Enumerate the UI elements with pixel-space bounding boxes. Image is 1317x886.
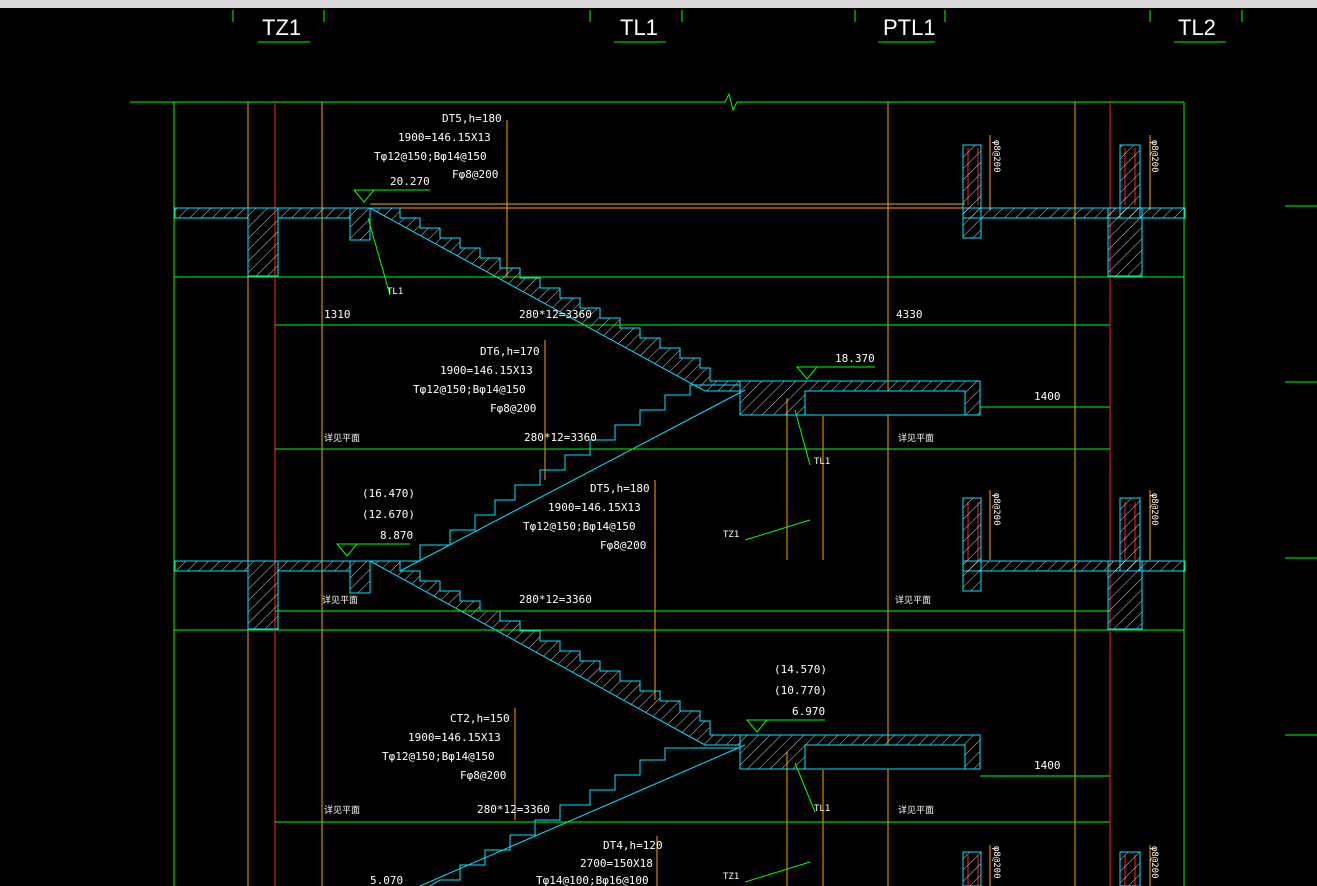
rebar-label-1: φ8@200: [991, 140, 1001, 173]
svg-text:DT6,h=170: DT6,h=170: [480, 345, 540, 358]
dim-1400-a: 1400: [1034, 390, 1061, 403]
svg-text:1900=146.15X13: 1900=146.15X13: [440, 364, 533, 377]
landing-cutouts: [804, 390, 966, 770]
svg-text:Fφ8@200: Fφ8@200: [452, 168, 498, 181]
tag-tl1-c: TL1: [814, 804, 830, 814]
svg-text:DT5,h=180: DT5,h=180: [442, 112, 502, 125]
grid-label-ptl1: PTL1: [883, 15, 936, 40]
see-plan-5: 详见平面: [324, 804, 360, 816]
level-18370: 18.370: [835, 352, 875, 365]
structure: [174, 144, 1186, 886]
rebar-label-4: φ8@200: [1149, 493, 1159, 526]
svg-text:1900=146.15X13: 1900=146.15X13: [408, 731, 501, 744]
ct2-note: CT2,h=150 1900=146.15X13 Tφ12@150;Bφ14@1…: [382, 712, 510, 782]
dim-steps-4: 280*12=3360: [477, 803, 550, 816]
rebar-label-2: φ8@200: [1149, 140, 1159, 173]
dim-steps-1: 280*12=3360: [519, 308, 592, 321]
level-6970: 6.970: [792, 705, 825, 718]
grid-label-tz1: TZ1: [262, 15, 301, 40]
tag-tz1-b: TZ1: [723, 872, 739, 882]
svg-text:1900=146.15X13: 1900=146.15X13: [398, 131, 491, 144]
svg-text:2700=150X18: 2700=150X18: [580, 857, 653, 870]
see-plan-6: 详见平面: [898, 804, 934, 816]
level-16470: (16.470): [362, 487, 415, 500]
dt6-note: DT6,h=170 1900=146.15X13 Tφ12@150;Bφ14@1…: [413, 345, 540, 415]
level-20270: 20.270: [390, 175, 430, 188]
dim-steps-3: 280*12=3360: [519, 593, 592, 606]
level-5070: 5.070: [370, 874, 403, 886]
dt4-note: DT4,h=120 2700=150X18 Tφ14@100;Bφ16@100: [536, 839, 663, 886]
dim-4330: 4330: [896, 308, 923, 321]
break-line: [130, 92, 1184, 112]
top-bar: [0, 0, 1317, 8]
rebar-label-5: φ8@200: [991, 846, 1001, 879]
dim-steps-2: 280*12=3360: [524, 431, 597, 444]
stair-flights: [369, 207, 741, 746]
svg-text:Fφ8@200: Fφ8@200: [490, 402, 536, 415]
svg-text:Fφ8@200: Fφ8@200: [460, 769, 506, 782]
rebar-label-6: φ8@200: [1149, 846, 1159, 879]
svg-text:Tφ12@150;Bφ14@150: Tφ12@150;Bφ14@150: [374, 150, 487, 163]
svg-text:Fφ8@200: Fφ8@200: [600, 539, 646, 552]
dt5-mid-note: DT5,h=180 1900=146.15X13 Tφ12@150;Bφ14@1…: [523, 482, 650, 552]
upper-flights: [399, 384, 746, 886]
level-markers: [335, 189, 819, 733]
svg-text:1900=146.15X13: 1900=146.15X13: [548, 501, 641, 514]
dim-1400-b: 1400: [1034, 759, 1061, 772]
dim-1310: 1310: [324, 308, 351, 321]
dt5-top-note: DT5,h=180 1900=146.15X13 Tφ12@150;Bφ14@1…: [374, 112, 502, 181]
grid-header: [232, 10, 1243, 43]
tag-tz1-a: TZ1: [723, 530, 739, 540]
svg-text:Tφ12@150;Bφ14@150: Tφ12@150;Bφ14@150: [413, 383, 526, 396]
green-frame: [173, 102, 1317, 886]
svg-text:Tφ14@100;Bφ16@100: Tφ14@100;Bφ16@100: [536, 874, 649, 886]
grid-label-tl2: TL2: [1178, 15, 1216, 40]
see-plan-1: 详见平面: [324, 432, 360, 444]
see-plan-3: 详见平面: [322, 594, 358, 606]
svg-text:Tφ12@150;Bφ14@150: Tφ12@150;Bφ14@150: [523, 520, 636, 533]
tag-tl1-b: TL1: [814, 457, 830, 467]
level-14570: (14.570): [774, 663, 827, 676]
see-plan-4: 详见平面: [895, 594, 931, 606]
tag-tl1-a: TL1: [387, 287, 403, 297]
svg-text:DT5,h=180: DT5,h=180: [590, 482, 650, 495]
level-12670: (12.670): [362, 508, 415, 521]
see-plan-2: 详见平面: [898, 432, 934, 444]
level-10770: (10.770): [774, 684, 827, 697]
rebar-label-3: φ8@200: [991, 493, 1001, 526]
svg-text:DT4,h=120: DT4,h=120: [603, 839, 663, 852]
svg-text:CT2,h=150: CT2,h=150: [450, 712, 510, 725]
level-8870: 8.870: [380, 529, 413, 542]
grid-label-tl1: TL1: [620, 15, 658, 40]
svg-text:Tφ12@150;Bφ14@150: Tφ12@150;Bφ14@150: [382, 750, 495, 763]
